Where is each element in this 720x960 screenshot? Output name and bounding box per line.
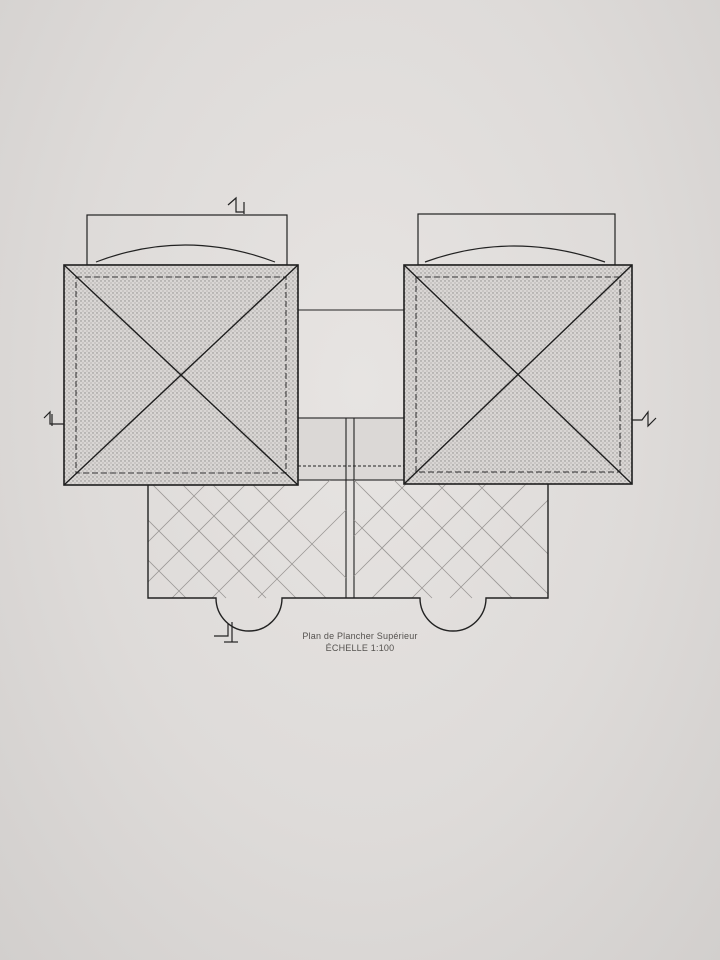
lower-floor-base xyxy=(147,480,549,632)
right-hip-roof xyxy=(403,264,633,485)
section-marker-top xyxy=(227,196,245,214)
left-hip-roof xyxy=(63,264,299,486)
section-marker-bottom xyxy=(214,622,238,643)
drawing-scale: ÉCHELLE 1:100 xyxy=(325,643,395,653)
right-porch-projection xyxy=(417,213,616,266)
drawing-title: Plan de Plancher Supérieur xyxy=(302,631,418,641)
drawing-caption: Plan de Plancher Supérieur ÉCHELLE 1:100 xyxy=(270,630,450,654)
left-porch-projection xyxy=(86,214,288,266)
connector-roof xyxy=(297,309,405,598)
section-marker-left xyxy=(43,410,64,426)
section-marker-right xyxy=(632,410,657,428)
